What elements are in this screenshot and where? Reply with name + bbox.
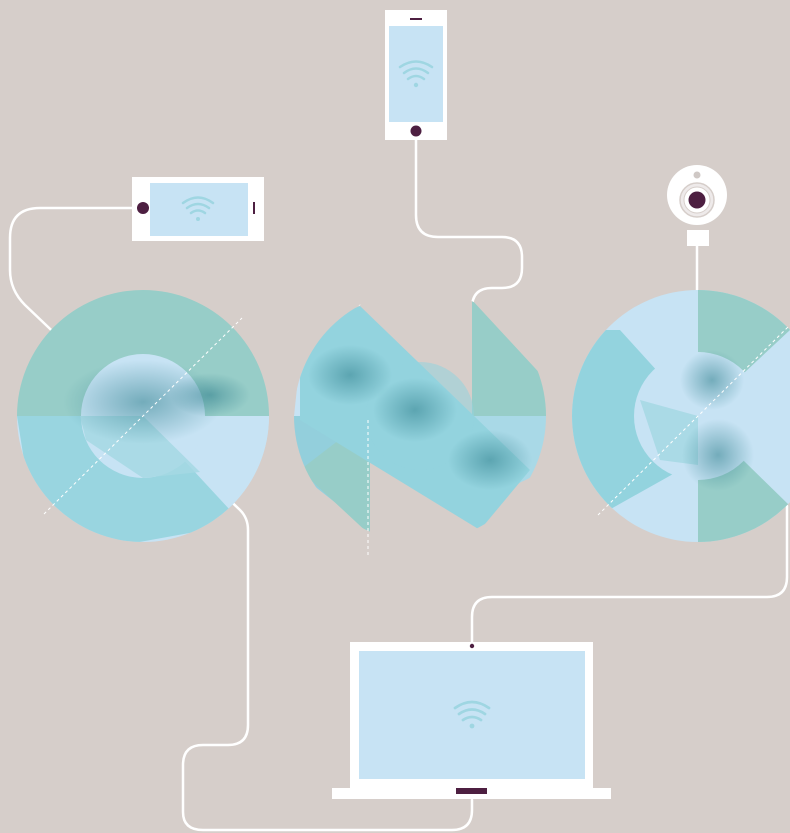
logo-letter-n [294, 290, 546, 542]
logo-letter-c [572, 290, 790, 542]
laptop-camera [470, 644, 474, 648]
logo-letter-x [17, 290, 269, 560]
phone-landscape-home-button [137, 202, 149, 214]
camera-lens-icon [689, 192, 706, 209]
phone-portrait-home-button [411, 126, 422, 137]
webcam [667, 165, 727, 246]
phone-landscape-speaker [253, 202, 255, 214]
phone-portrait [385, 10, 447, 140]
laptop-trackpad-notch [456, 788, 487, 794]
laptop [332, 642, 611, 799]
phone-landscape [132, 177, 264, 241]
phone-portrait-speaker [410, 18, 422, 20]
